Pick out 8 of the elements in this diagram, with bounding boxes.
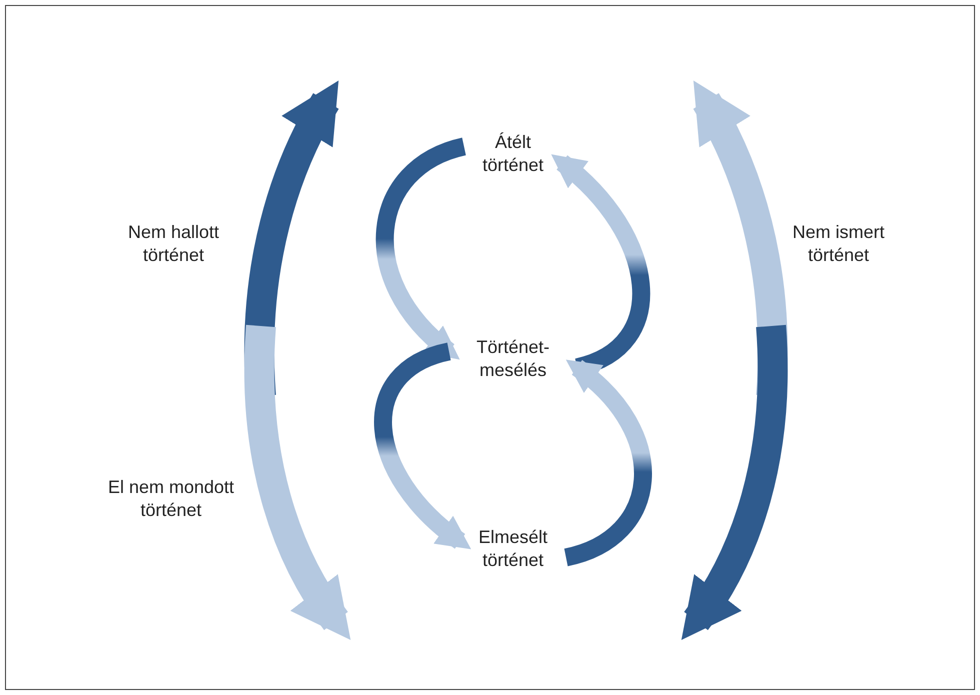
text-label: Átélt történet	[468, 131, 558, 178]
text-label: Nem ismert történet	[791, 221, 886, 268]
text-label: Nem hallott történet	[126, 221, 220, 268]
arrow	[376, 138, 467, 360]
text-label: Történet-mesélés	[453, 336, 573, 383]
text-label: Elmesélt történet	[464, 526, 562, 573]
arrow	[374, 342, 471, 550]
text-label: El nem mondott történet	[106, 476, 236, 522]
